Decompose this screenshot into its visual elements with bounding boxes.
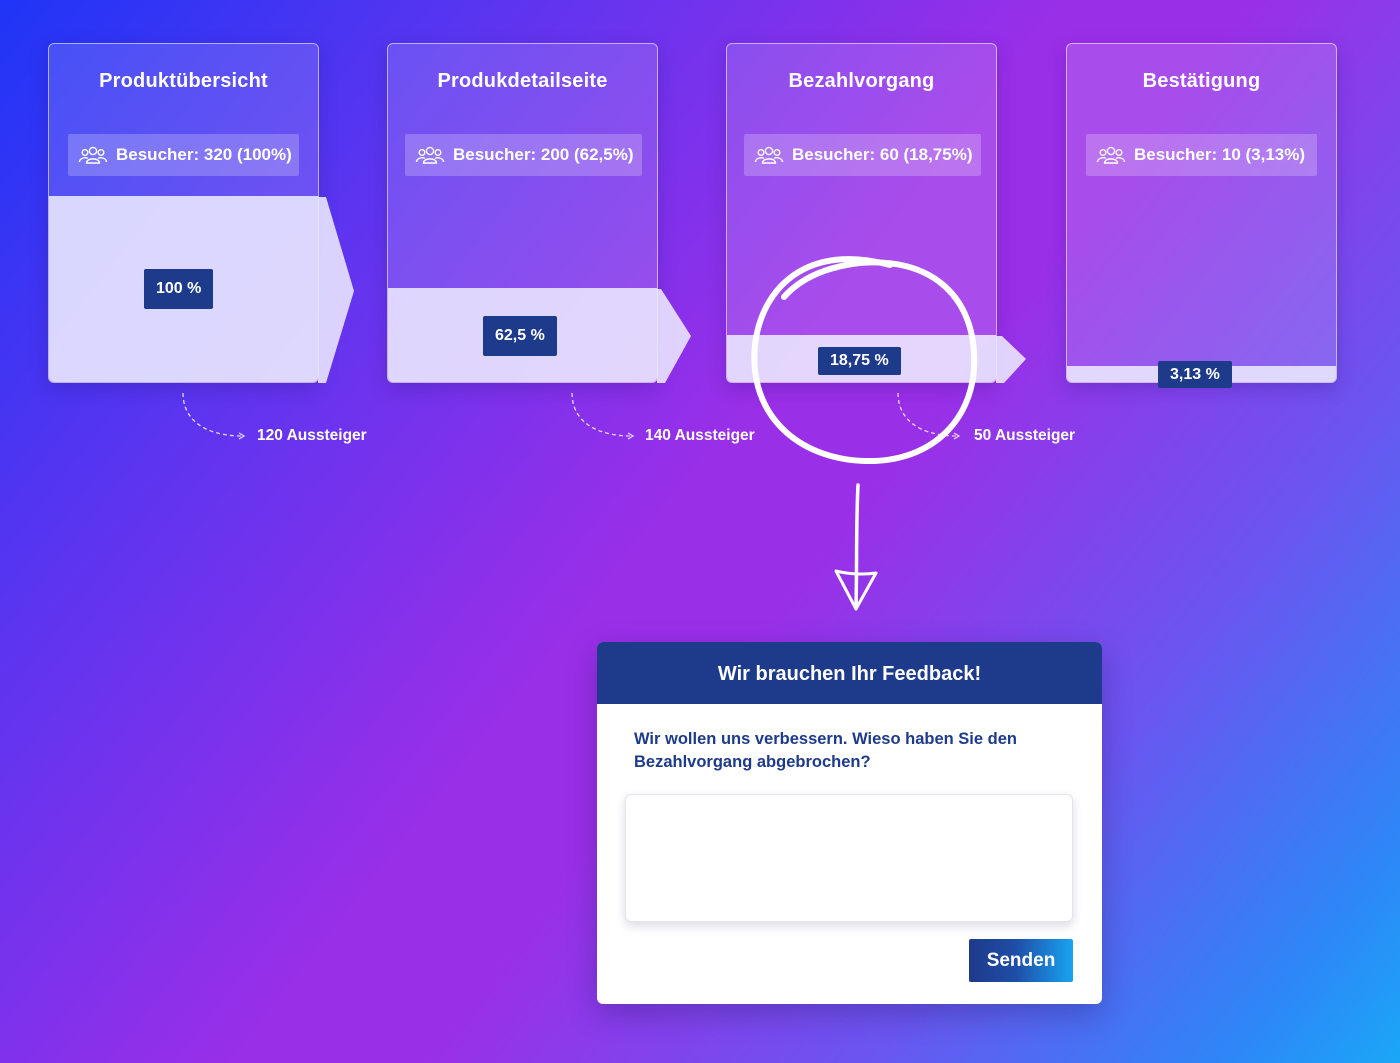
dropout-label: 140 Aussteiger — [645, 427, 755, 445]
send-button[interactable]: Senden — [969, 939, 1073, 982]
funnel-stage-produktuebersicht: Produktübersicht Besucher: 320 (100%) 10… — [48, 43, 319, 383]
conversion-badge: 62,5 % — [483, 316, 557, 356]
users-group-icon — [415, 145, 445, 165]
stage-title: Bestätigung — [1067, 70, 1336, 93]
visitor-count: Besucher: 60 (18,75%) — [744, 134, 981, 176]
users-group-icon — [1096, 145, 1126, 165]
stage-card: Produktübersicht Besucher: 320 (100%) — [48, 43, 319, 383]
visitor-count: Besucher: 200 (62,5%) — [405, 134, 642, 176]
hand-drawn-arrow-shaft — [856, 485, 858, 607]
visitor-count: Besucher: 10 (3,13%) — [1086, 134, 1317, 176]
dropout-connector — [175, 390, 255, 445]
conversion-badge: 3,13 % — [1158, 361, 1232, 388]
feedback-input[interactable] — [625, 794, 1073, 922]
stage-card: Bestätigung Besucher: 10 (3,13%) — [1066, 43, 1337, 383]
visitor-count-text: Besucher: 60 (18,75%) — [792, 145, 972, 165]
dropout-connector — [564, 390, 644, 445]
stage-arrow — [318, 197, 354, 383]
stage-title: Bezahlvorgang — [727, 70, 996, 93]
users-group-icon — [78, 145, 108, 165]
stage-title: Produktübersicht — [49, 70, 318, 93]
stage-title: Produkdetailseite — [388, 70, 657, 93]
funnel-stage-produkdetailseite: Produkdetailseite Besucher: 200 (62,5%) … — [387, 43, 658, 383]
highlight-annotation — [740, 245, 1000, 625]
funnel-stage-bestaetigung: Bestätigung Besucher: 10 (3,13%) 3,13 % — [1066, 43, 1337, 383]
stage-arrow — [657, 289, 693, 383]
visitor-count-text: Besucher: 200 (62,5%) — [453, 145, 633, 165]
users-group-icon — [754, 145, 784, 165]
hand-drawn-circle — [754, 259, 974, 461]
feedback-dialog: Wir brauchen Ihr Feedback! Wir wollen un… — [597, 642, 1102, 1004]
feedback-title: Wir brauchen Ihr Feedback! — [597, 642, 1102, 704]
feedback-question: Wir wollen uns verbessern. Wieso haben S… — [634, 728, 1064, 774]
visitor-count-text: Besucher: 10 (3,13%) — [1134, 145, 1305, 165]
visitor-count-text: Besucher: 320 (100%) — [116, 145, 292, 165]
visitor-count: Besucher: 320 (100%) — [68, 134, 299, 176]
conversion-badge: 100 % — [144, 269, 213, 309]
stage-arrow — [996, 336, 1028, 383]
dropout-label: 120 Aussteiger — [257, 427, 367, 445]
